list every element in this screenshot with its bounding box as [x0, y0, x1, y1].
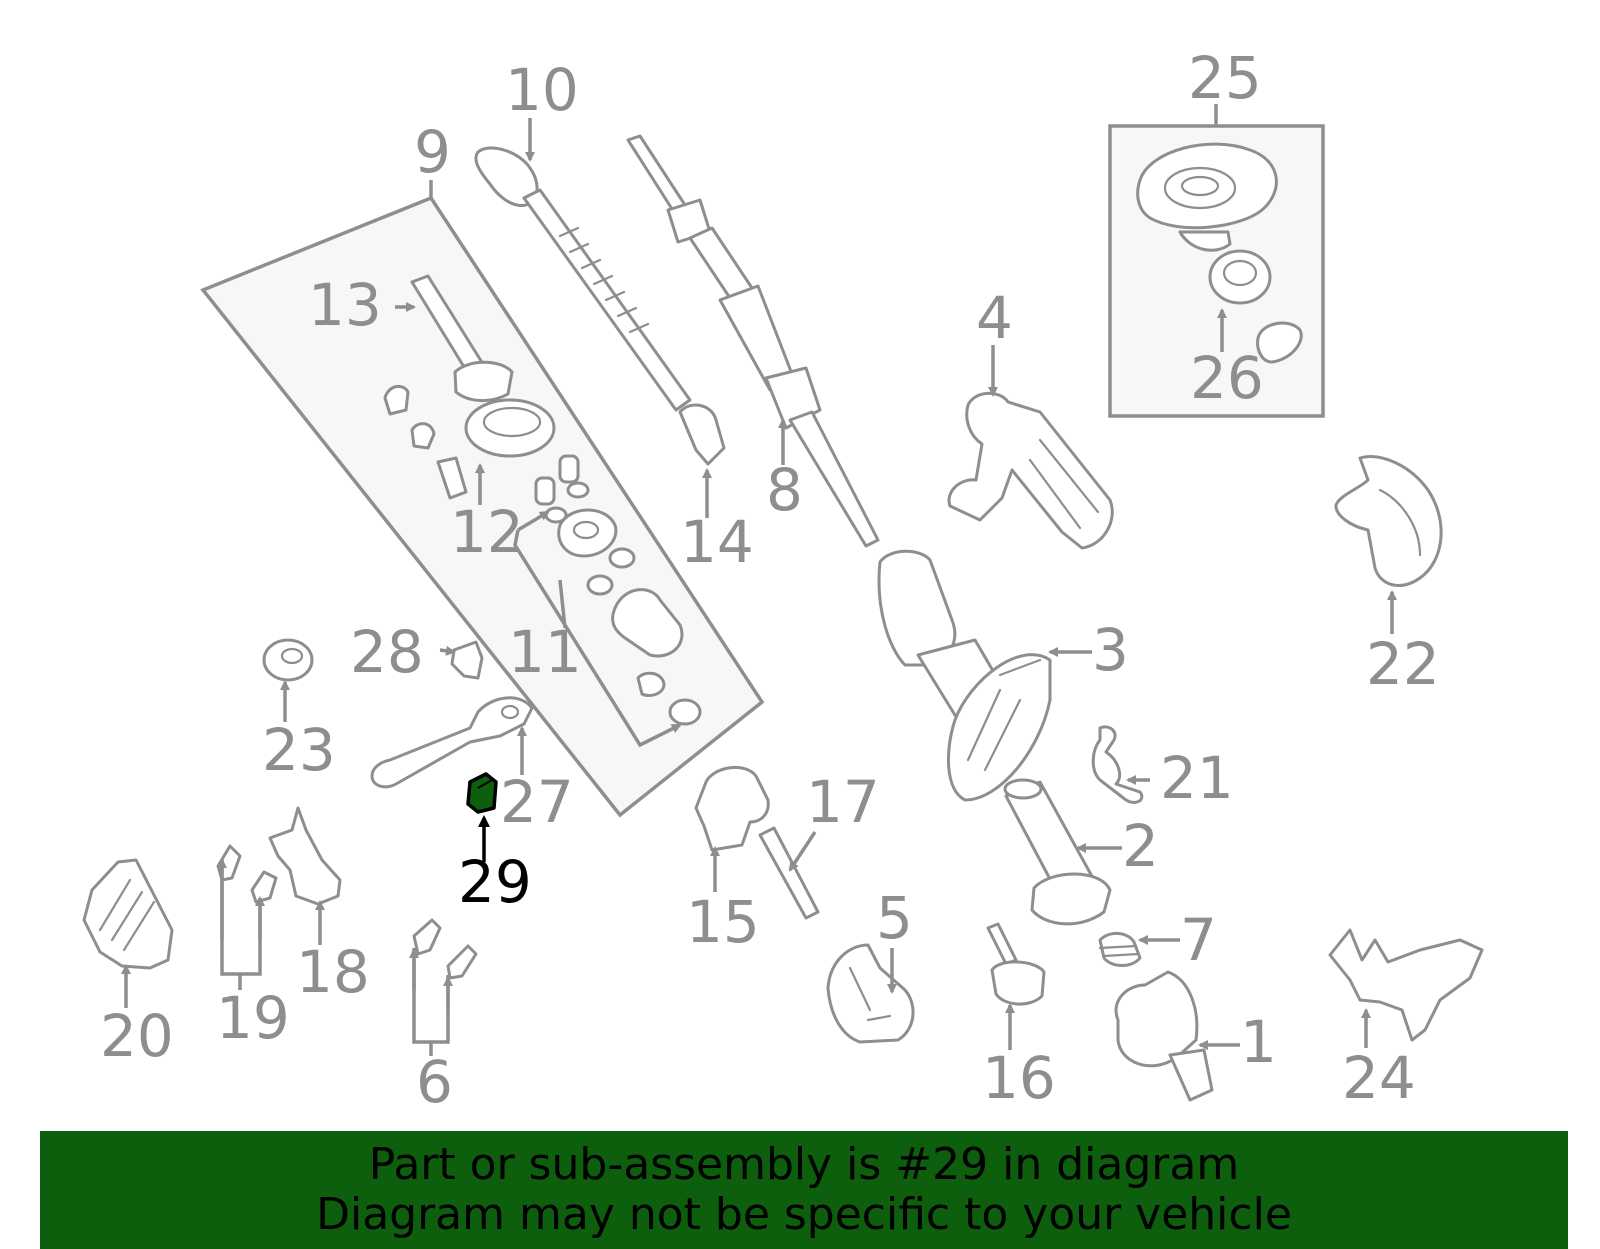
- subassembly-25-box: [1108, 104, 1325, 418]
- callout-2: 2: [1122, 812, 1159, 880]
- callout-5: 5: [876, 884, 913, 952]
- callout-1: 1: [1240, 1008, 1277, 1076]
- callout-14: 14: [680, 508, 754, 576]
- callout-4: 4: [976, 284, 1013, 352]
- callout-8: 8: [766, 456, 803, 524]
- callout-24: 24: [1342, 1044, 1416, 1112]
- callout-25: 25: [1188, 44, 1262, 112]
- highlighted-part-29: [466, 772, 498, 862]
- callout-7: 7: [1180, 906, 1217, 974]
- callout-19: 19: [216, 984, 290, 1052]
- subassembly-9-box: [200, 180, 765, 818]
- callout-10: 10: [505, 56, 579, 124]
- callout-20: 20: [100, 1002, 174, 1070]
- callout-17: 17: [806, 768, 880, 836]
- callout-16: 16: [982, 1044, 1056, 1112]
- callout-15: 15: [686, 888, 760, 956]
- banner-line-2: Diagram may not be specific to your vehi…: [316, 1189, 1292, 1240]
- callout-27: 27: [500, 768, 574, 836]
- banner-line-1: Part or sub-assembly is #29 in diagram: [368, 1139, 1240, 1190]
- steering-column-diagram: 1 2 3 4 5 6 7 8 9 10 11 12 13 14 15 16 1…: [82, 44, 1484, 1116]
- leader-lines: [121, 118, 1397, 1056]
- callout-labels: 1 2 3 4 5 6 7 8 9 10 11 12 13 14 15 16 1…: [100, 44, 1440, 1116]
- subassembly-9-parts: [383, 274, 702, 726]
- callout-26: 26: [1190, 344, 1264, 412]
- callout-18: 18: [296, 938, 370, 1006]
- callout-12: 12: [450, 498, 524, 566]
- callout-6: 6: [416, 1048, 453, 1116]
- callout-11: 11: [508, 618, 582, 686]
- callout-3: 3: [1092, 616, 1129, 684]
- callout-22: 22: [1366, 630, 1440, 698]
- callout-23: 23: [262, 716, 336, 784]
- callout-21: 21: [1160, 744, 1234, 812]
- callout-13: 13: [308, 271, 382, 339]
- column-assembly: [474, 134, 1214, 1102]
- info-banner: Part or sub-assembly is #29 in diagram D…: [40, 1131, 1568, 1249]
- callout-28: 28: [350, 618, 424, 686]
- callout-29: 29: [458, 848, 532, 916]
- callout-9: 9: [414, 118, 451, 186]
- standalone-parts: [82, 391, 1484, 1044]
